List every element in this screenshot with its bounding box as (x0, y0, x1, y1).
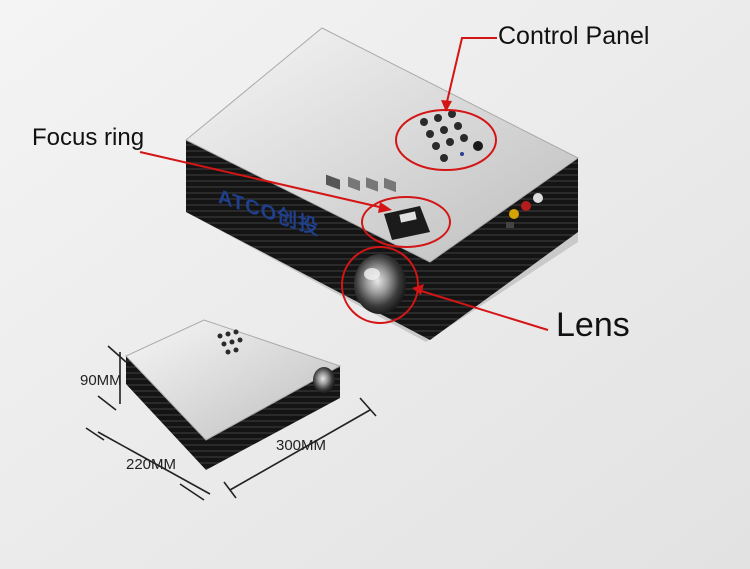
lens-highlight (341, 246, 419, 324)
focus-ring-arrow (139, 151, 385, 209)
small-projector-lens (313, 367, 335, 393)
large-projector (185, 27, 579, 342)
control-panel-arrow (445, 37, 497, 107)
projector-lens (354, 254, 406, 314)
focus-dial (384, 206, 430, 240)
lens-arrowhead (412, 284, 424, 295)
small-projector (125, 319, 342, 470)
projector-side-panel (430, 158, 578, 340)
small-projector-top (125, 319, 342, 441)
focus-ring-highlight (361, 196, 451, 248)
dimension-lines (85, 345, 377, 501)
av-ports (506, 193, 543, 228)
control-panel-label: Control Panel (498, 22, 650, 50)
width-dimension-label: 300MM (276, 437, 327, 454)
small-projector-side (206, 366, 340, 470)
small-projector-front (126, 356, 206, 470)
control-buttons (420, 110, 483, 162)
focus-ring-arrowhead (378, 202, 392, 213)
projector-top (185, 27, 579, 263)
control-panel-arrowhead (441, 100, 452, 112)
lens-arrow (417, 289, 549, 331)
depth-dimension-label: 220MM (126, 456, 177, 473)
top-icons (326, 174, 396, 193)
height-dimension-label: 90MM (80, 372, 122, 389)
focus-ring-label: Focus ring (32, 124, 145, 151)
callout-annotations (139, 37, 549, 331)
lens-label: Lens (556, 306, 630, 344)
